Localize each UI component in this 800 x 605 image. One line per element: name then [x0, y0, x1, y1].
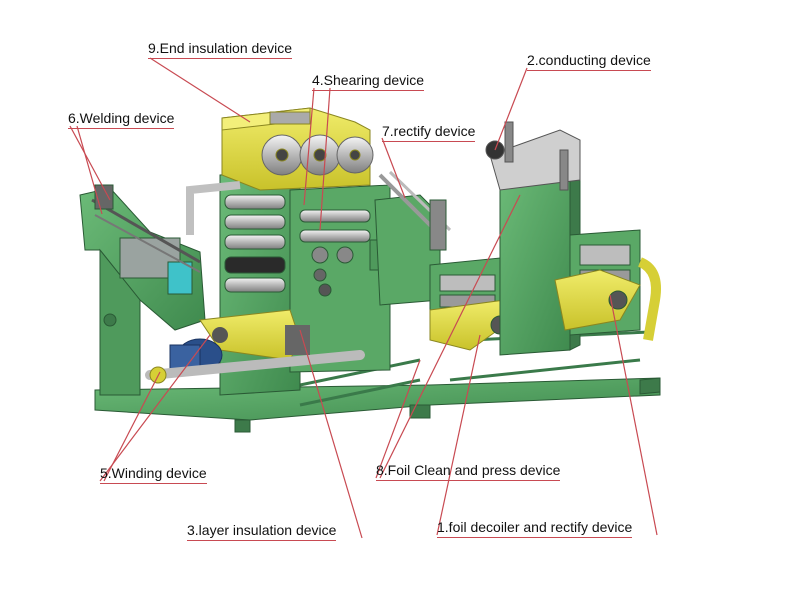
label-rectify-device: 7.rectify device [382, 123, 476, 142]
label-foil-clean-press-device: 8.Foil Clean and press device [376, 462, 561, 481]
conducting-unit [485, 121, 581, 191]
insulation-pipe [186, 181, 241, 235]
rectify-unit [374, 170, 452, 306]
decoiler-tower [499, 169, 661, 356]
label-conducting-device: 2.conducting device [527, 52, 651, 71]
leader-lines [69, 57, 658, 539]
label-foil-decoiler-rectify-device: 1.foil decoiler and rectify device [437, 519, 633, 538]
label-winding-device: 5.Winding device [100, 465, 207, 484]
end-insulation-unit [221, 107, 374, 191]
label-end-insulation-device: 9.End insulation device [148, 40, 292, 59]
foil-clean-unit [429, 257, 510, 351]
welding-frame [79, 184, 206, 396]
label-layer-insulation-device: 3.layer insulation device [187, 522, 337, 541]
label-welding-device: 6.Welding device [68, 110, 175, 129]
label-shearing-device: 4.Shearing device [312, 72, 425, 91]
